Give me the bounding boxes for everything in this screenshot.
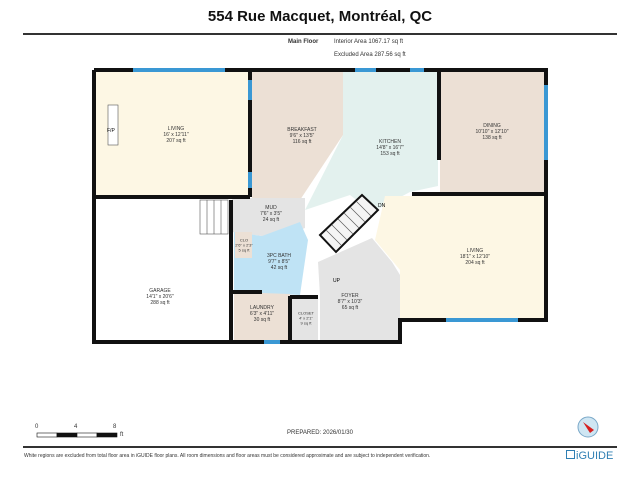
room-dims: 10'10" x 12'10" <box>475 129 509 135</box>
room-name: LIVING <box>167 126 185 132</box>
room-area: 138 sq ft <box>482 135 502 141</box>
room-3pc-bath <box>234 222 308 295</box>
iguide-box-icon <box>566 450 575 459</box>
room-area: 65 sq ft <box>341 305 359 311</box>
room-name: 3PC BATH <box>266 253 292 259</box>
room-mud <box>232 198 305 236</box>
room-dims: 2'6" x 2'3" <box>235 242 253 248</box>
footer-divider <box>23 446 617 448</box>
room-name: KITCHEN <box>379 139 401 145</box>
fireplace-label: F/P <box>107 128 115 134</box>
room-name: LAUNDRY <box>250 305 274 311</box>
room-dims: 14'1" x 20'6" <box>146 294 174 300</box>
room-kitchen <box>305 72 438 212</box>
room-area: 24 sq ft <box>262 217 280 223</box>
prepared-date: PREPARED: 2026/01/30 <box>287 430 353 436</box>
scale-tick-4: 4 <box>74 424 78 430</box>
room-dims: 6'3" x 4'11" <box>249 311 275 317</box>
disclaimer: White regions are excluded from total fl… <box>24 453 431 459</box>
stairs-down-label: DN <box>378 203 386 209</box>
room-dims: 9'6" x 13'5" <box>289 133 315 139</box>
room-laundry <box>234 292 290 340</box>
room-dims: 18'1" x 12'10" <box>459 254 491 260</box>
room-name: CLO <box>239 237 249 243</box>
interior-area: Interior Area 1067.17 sq ft <box>334 39 404 45</box>
room-name: MUD <box>265 205 277 211</box>
room-name: LIVING <box>466 248 484 254</box>
scale-bar-graphic <box>36 432 118 438</box>
room-dims: 14'8" x 16'7" <box>376 145 404 151</box>
room-name: BREAKFAST <box>287 127 317 133</box>
room-area: 207 sq ft <box>166 138 186 144</box>
room-area: 153 sq ft <box>380 151 400 157</box>
floor-label: Main Floor <box>288 39 319 45</box>
scale-tick-8: 8 <box>113 424 117 430</box>
room-area: 288 sq ft <box>150 300 170 306</box>
room-breakfast <box>252 72 343 200</box>
room-area: 116 sq ft <box>292 139 312 145</box>
excluded-area: Excluded Area 287.56 sq ft <box>334 52 406 58</box>
room-name: DINING <box>483 123 501 129</box>
room-area: 5 sq ft <box>238 247 250 253</box>
room-dims: 4' x 2'1" <box>299 315 313 321</box>
header-divider <box>23 33 617 35</box>
scale-unit: ft <box>120 432 124 438</box>
brand-name: iGUIDE <box>576 450 614 462</box>
room-area: 42 sq ft <box>270 265 288 271</box>
room-name: CLOSET <box>297 310 315 316</box>
iguide-logo: iGUIDE <box>566 450 613 462</box>
room-dining <box>440 72 544 194</box>
room-dims: 7'6" x 3'5" <box>260 211 282 217</box>
room-area: 9 sq ft <box>300 320 312 326</box>
room-name: GARAGE <box>149 288 171 294</box>
room-name: FOYER <box>341 293 359 299</box>
stairs-up-label: UP <box>333 278 340 284</box>
room-closet <box>292 298 318 340</box>
room-living-right <box>375 196 544 318</box>
room-fills <box>96 72 544 340</box>
room-clo <box>235 232 252 258</box>
stairs <box>107 104 380 254</box>
room-dims: 8'7" x 10'3" <box>337 299 363 305</box>
room-area: 30 sq ft <box>253 317 271 323</box>
compass-icon <box>577 416 599 438</box>
page-title: 554 Rue Macquet, Montréal, QC <box>207 8 433 25</box>
room-area: 204 sq ft <box>465 260 485 266</box>
room-dims: 16' x 12'11" <box>163 132 189 138</box>
scale-tick-0: 0 <box>35 424 39 430</box>
windows <box>133 68 548 344</box>
room-foyer <box>318 238 400 340</box>
room-living-left <box>96 72 250 196</box>
room-dims: 9'7" x 8'5" <box>268 259 290 265</box>
